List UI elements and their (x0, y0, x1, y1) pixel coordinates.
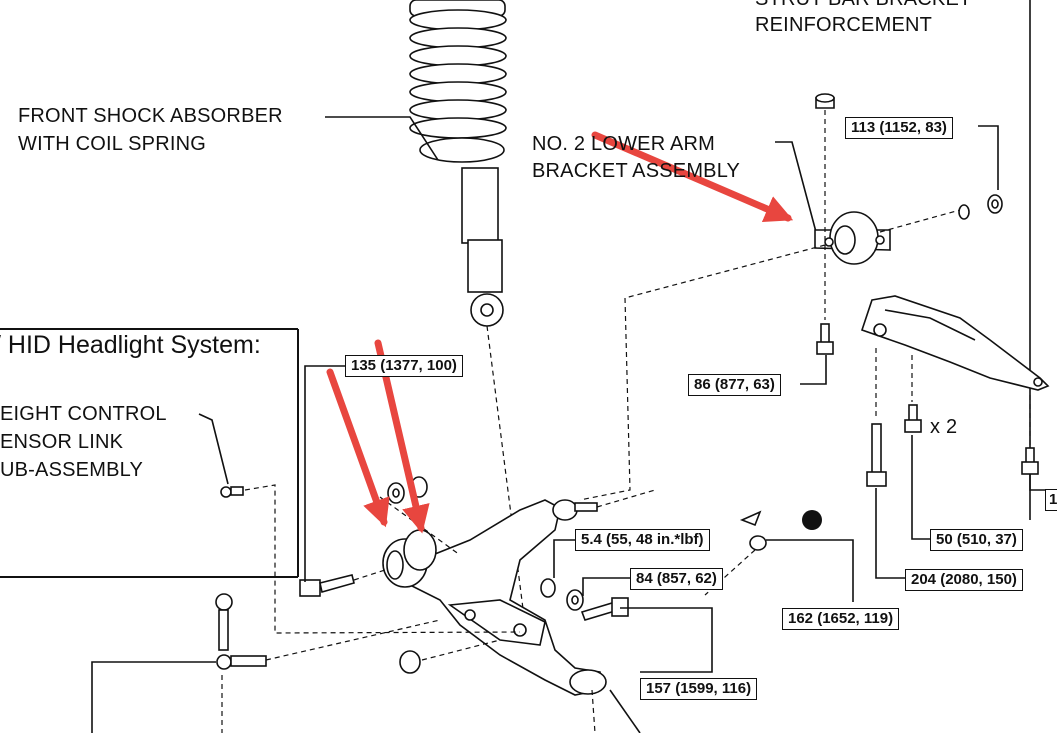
highlight-arrows (326, 131, 794, 534)
strut-bracket-part (860, 295, 1050, 391)
shock-label-line1: FRONT SHOCK ABSORBER (18, 105, 283, 127)
shock-absorber-part (409, 0, 507, 327)
lower-arm-bracket-part (814, 211, 891, 265)
shock-label-line2: WITH COIL SPRING (18, 133, 207, 155)
strut-bracket-label-top: STRUT BAR BRACKET (755, 0, 971, 13)
bracket-label-line1: NO. 2 LOWER ARM (532, 133, 716, 155)
short-bolt-x2 (904, 404, 922, 433)
torque-162: 162 (1652, 119) (782, 608, 900, 630)
torque-135: 135 (1377, 100) (345, 355, 463, 377)
height-label-line1: EIGHT CONTROL (0, 403, 167, 425)
lower-arm-part (382, 499, 607, 696)
times-two-label: x 2 (930, 416, 958, 438)
torque-113: 113 (1152, 83) (845, 117, 953, 139)
torque-5-4: 5.4 (55, 48 in.*lbf) (575, 529, 710, 551)
nut-top (815, 93, 1003, 220)
torque-204: 204 (2080, 150) (905, 569, 1023, 591)
height-label-line2: ENSOR LINK (0, 431, 124, 453)
bracket-bolt (816, 323, 834, 355)
torque-157: 157 (1599, 116) (640, 678, 758, 700)
rear-bolt (580, 597, 629, 621)
red-arrow-bushing-1 (326, 368, 390, 528)
washer-nut-135 (387, 476, 428, 504)
red-arrow-bracket (591, 131, 794, 223)
torque-86: 86 (877, 63) (688, 374, 781, 396)
sensor-link-part (215, 486, 267, 670)
torque-50: 50 (510, 37) (930, 529, 1023, 551)
arm-bolt (299, 574, 355, 597)
long-bolt (866, 423, 887, 487)
torque-edge: 1 (1045, 489, 1057, 511)
hid-frame (0, 328, 299, 578)
torque-84: 84 (857, 62) (630, 568, 723, 590)
bracket-label-line2: BRACKET ASSEMBLY (532, 160, 741, 182)
strut-bracket-label: REINFORCEMENT (755, 14, 933, 36)
height-label-line3: UB-ASSEMBLY (0, 459, 143, 481)
edge-bolt (1021, 447, 1039, 475)
hid-title: / HID Headlight System: (0, 331, 261, 359)
